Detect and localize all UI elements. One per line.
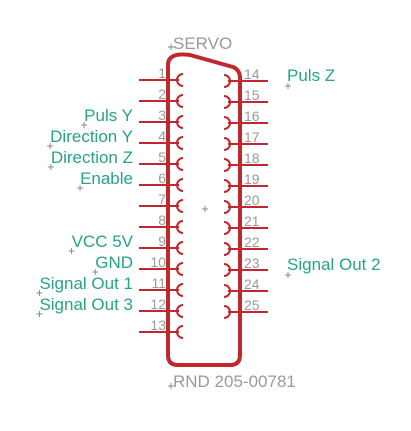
connector-pins	[139, 73, 268, 339]
pin-right-20	[223, 200, 268, 214]
connector-shell	[166, 52, 242, 367]
pin-number: 18	[244, 150, 260, 166]
net-label-origin-mark	[285, 272, 291, 278]
pin-right-15	[223, 95, 268, 109]
pin-number: 7	[158, 191, 166, 207]
pin-number: 24	[244, 276, 260, 292]
pin-number: 19	[244, 171, 260, 187]
net-label-origin-mark	[36, 311, 43, 317]
pin-number: 25	[244, 297, 260, 313]
net-label: Puls Y	[84, 106, 133, 125]
pin-right-22	[223, 242, 268, 256]
pin-left-2	[139, 94, 184, 108]
pin-left-4	[139, 136, 184, 150]
pin-right-14	[223, 74, 268, 88]
pin-number: 15	[244, 87, 260, 103]
pin-right-17	[223, 137, 268, 151]
origin-marks	[36, 44, 291, 389]
pin-left-13	[139, 325, 184, 339]
pin-number: 16	[244, 108, 260, 124]
net-label: VCC 5V	[72, 232, 134, 251]
pin-right-21	[223, 221, 268, 235]
pin-number: 1	[158, 65, 166, 81]
pin-number: 2	[158, 86, 166, 102]
pin-number: 12	[150, 296, 166, 312]
pin-right-16	[223, 116, 268, 130]
pin-number: 3	[158, 107, 166, 123]
pin-right-25	[223, 305, 268, 319]
pin-left-1	[139, 73, 184, 87]
pin-left-12	[139, 304, 184, 318]
component-value: RND 205-00781	[173, 372, 296, 391]
pin-number: 14	[244, 66, 260, 82]
pin-number: 21	[244, 213, 260, 229]
pin-left-3	[139, 115, 184, 129]
name-origin-mark	[168, 44, 174, 50]
net-label-origin-mark	[68, 248, 75, 254]
pin-number: 13	[150, 317, 166, 333]
pin-left-8	[139, 220, 184, 234]
pin-right-18	[223, 158, 268, 172]
net-label: GND	[95, 253, 133, 272]
net-label-origin-mark	[47, 143, 54, 149]
pin-number: 5	[158, 149, 166, 165]
pin-right-19	[223, 179, 268, 193]
net-label-origin-mark	[77, 185, 84, 191]
net-label-origin-mark	[92, 269, 99, 275]
pin-left-11	[139, 283, 184, 297]
pin-number: 23	[244, 255, 260, 271]
pin-number: 9	[158, 233, 166, 249]
net-label: Enable	[80, 169, 133, 188]
pin-number: 10	[150, 254, 166, 270]
net-label-origin-mark	[47, 164, 54, 170]
net-label-origin-mark	[285, 83, 291, 89]
pin-number: 4	[158, 128, 166, 144]
pin-number: 17	[244, 129, 260, 145]
net-label-origin-mark	[81, 122, 88, 128]
pin-right-23	[223, 263, 268, 277]
pin-number: 20	[244, 192, 260, 208]
pin-left-6	[139, 178, 184, 192]
pin-left-9	[139, 241, 184, 255]
net-label: Direction Y	[50, 127, 133, 146]
pin-number: 11	[151, 275, 166, 291]
connector-body-outline	[166, 52, 242, 367]
component-origin-mark	[202, 206, 208, 212]
component-name: SERVO	[173, 34, 232, 53]
pin-number: 8	[158, 212, 166, 228]
net-label: Signal Out 1	[39, 274, 133, 293]
net-label: Direction Z	[51, 148, 133, 167]
pin-number: 6	[158, 170, 166, 186]
value-origin-mark	[168, 383, 174, 389]
net-label: Signal Out 3	[39, 295, 133, 314]
net-label: Signal Out 2	[287, 255, 381, 274]
pin-left-5	[139, 157, 184, 171]
pin-number-labels: 1234567891011121314151617181920212223242…	[150, 65, 259, 333]
pin-left-7	[139, 199, 184, 213]
net-label-origin-mark	[36, 290, 43, 296]
pin-right-24	[223, 284, 268, 298]
pin-left-10	[139, 262, 184, 276]
net-label: Puls Z	[287, 66, 335, 85]
pin-number: 22	[244, 234, 260, 250]
